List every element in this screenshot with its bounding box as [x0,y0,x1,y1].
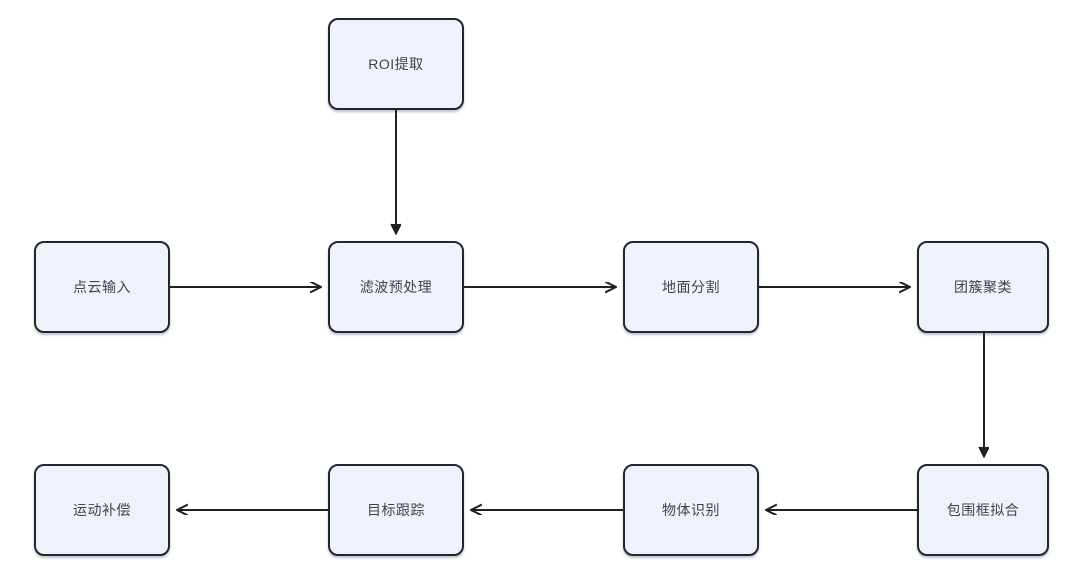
node-object-recognition[interactable]: 物体识别 [623,464,759,556]
node-filter-preprocess-label: 滤波预处理 [359,278,433,295]
node-target-tracking[interactable]: 目标跟踪 [328,464,464,556]
node-bounding-box-fitting-label: 包围框拟合 [946,501,1020,518]
node-point-cloud-input-label: 点云输入 [73,278,131,295]
node-object-recognition-label: 物体识别 [662,501,720,518]
node-target-tracking-label: 目标跟踪 [367,501,425,518]
node-roi-label: ROI提取 [368,55,424,72]
node-ground-segmentation[interactable]: 地面分割 [623,241,759,333]
node-motion-compensation-label: 运动补偿 [73,501,131,518]
node-roi[interactable]: ROI提取 [328,18,464,110]
node-point-cloud-input[interactable]: 点云输入 [34,241,170,333]
node-cluster-label: 团簇聚类 [954,278,1012,295]
node-filter-preprocess[interactable]: 滤波预处理 [328,241,464,333]
node-ground-segmentation-label: 地面分割 [662,278,720,295]
node-cluster[interactable]: 团簇聚类 [917,241,1049,333]
node-bounding-box-fitting[interactable]: 包围框拟合 [917,464,1049,556]
node-motion-compensation[interactable]: 运动补偿 [34,464,170,556]
